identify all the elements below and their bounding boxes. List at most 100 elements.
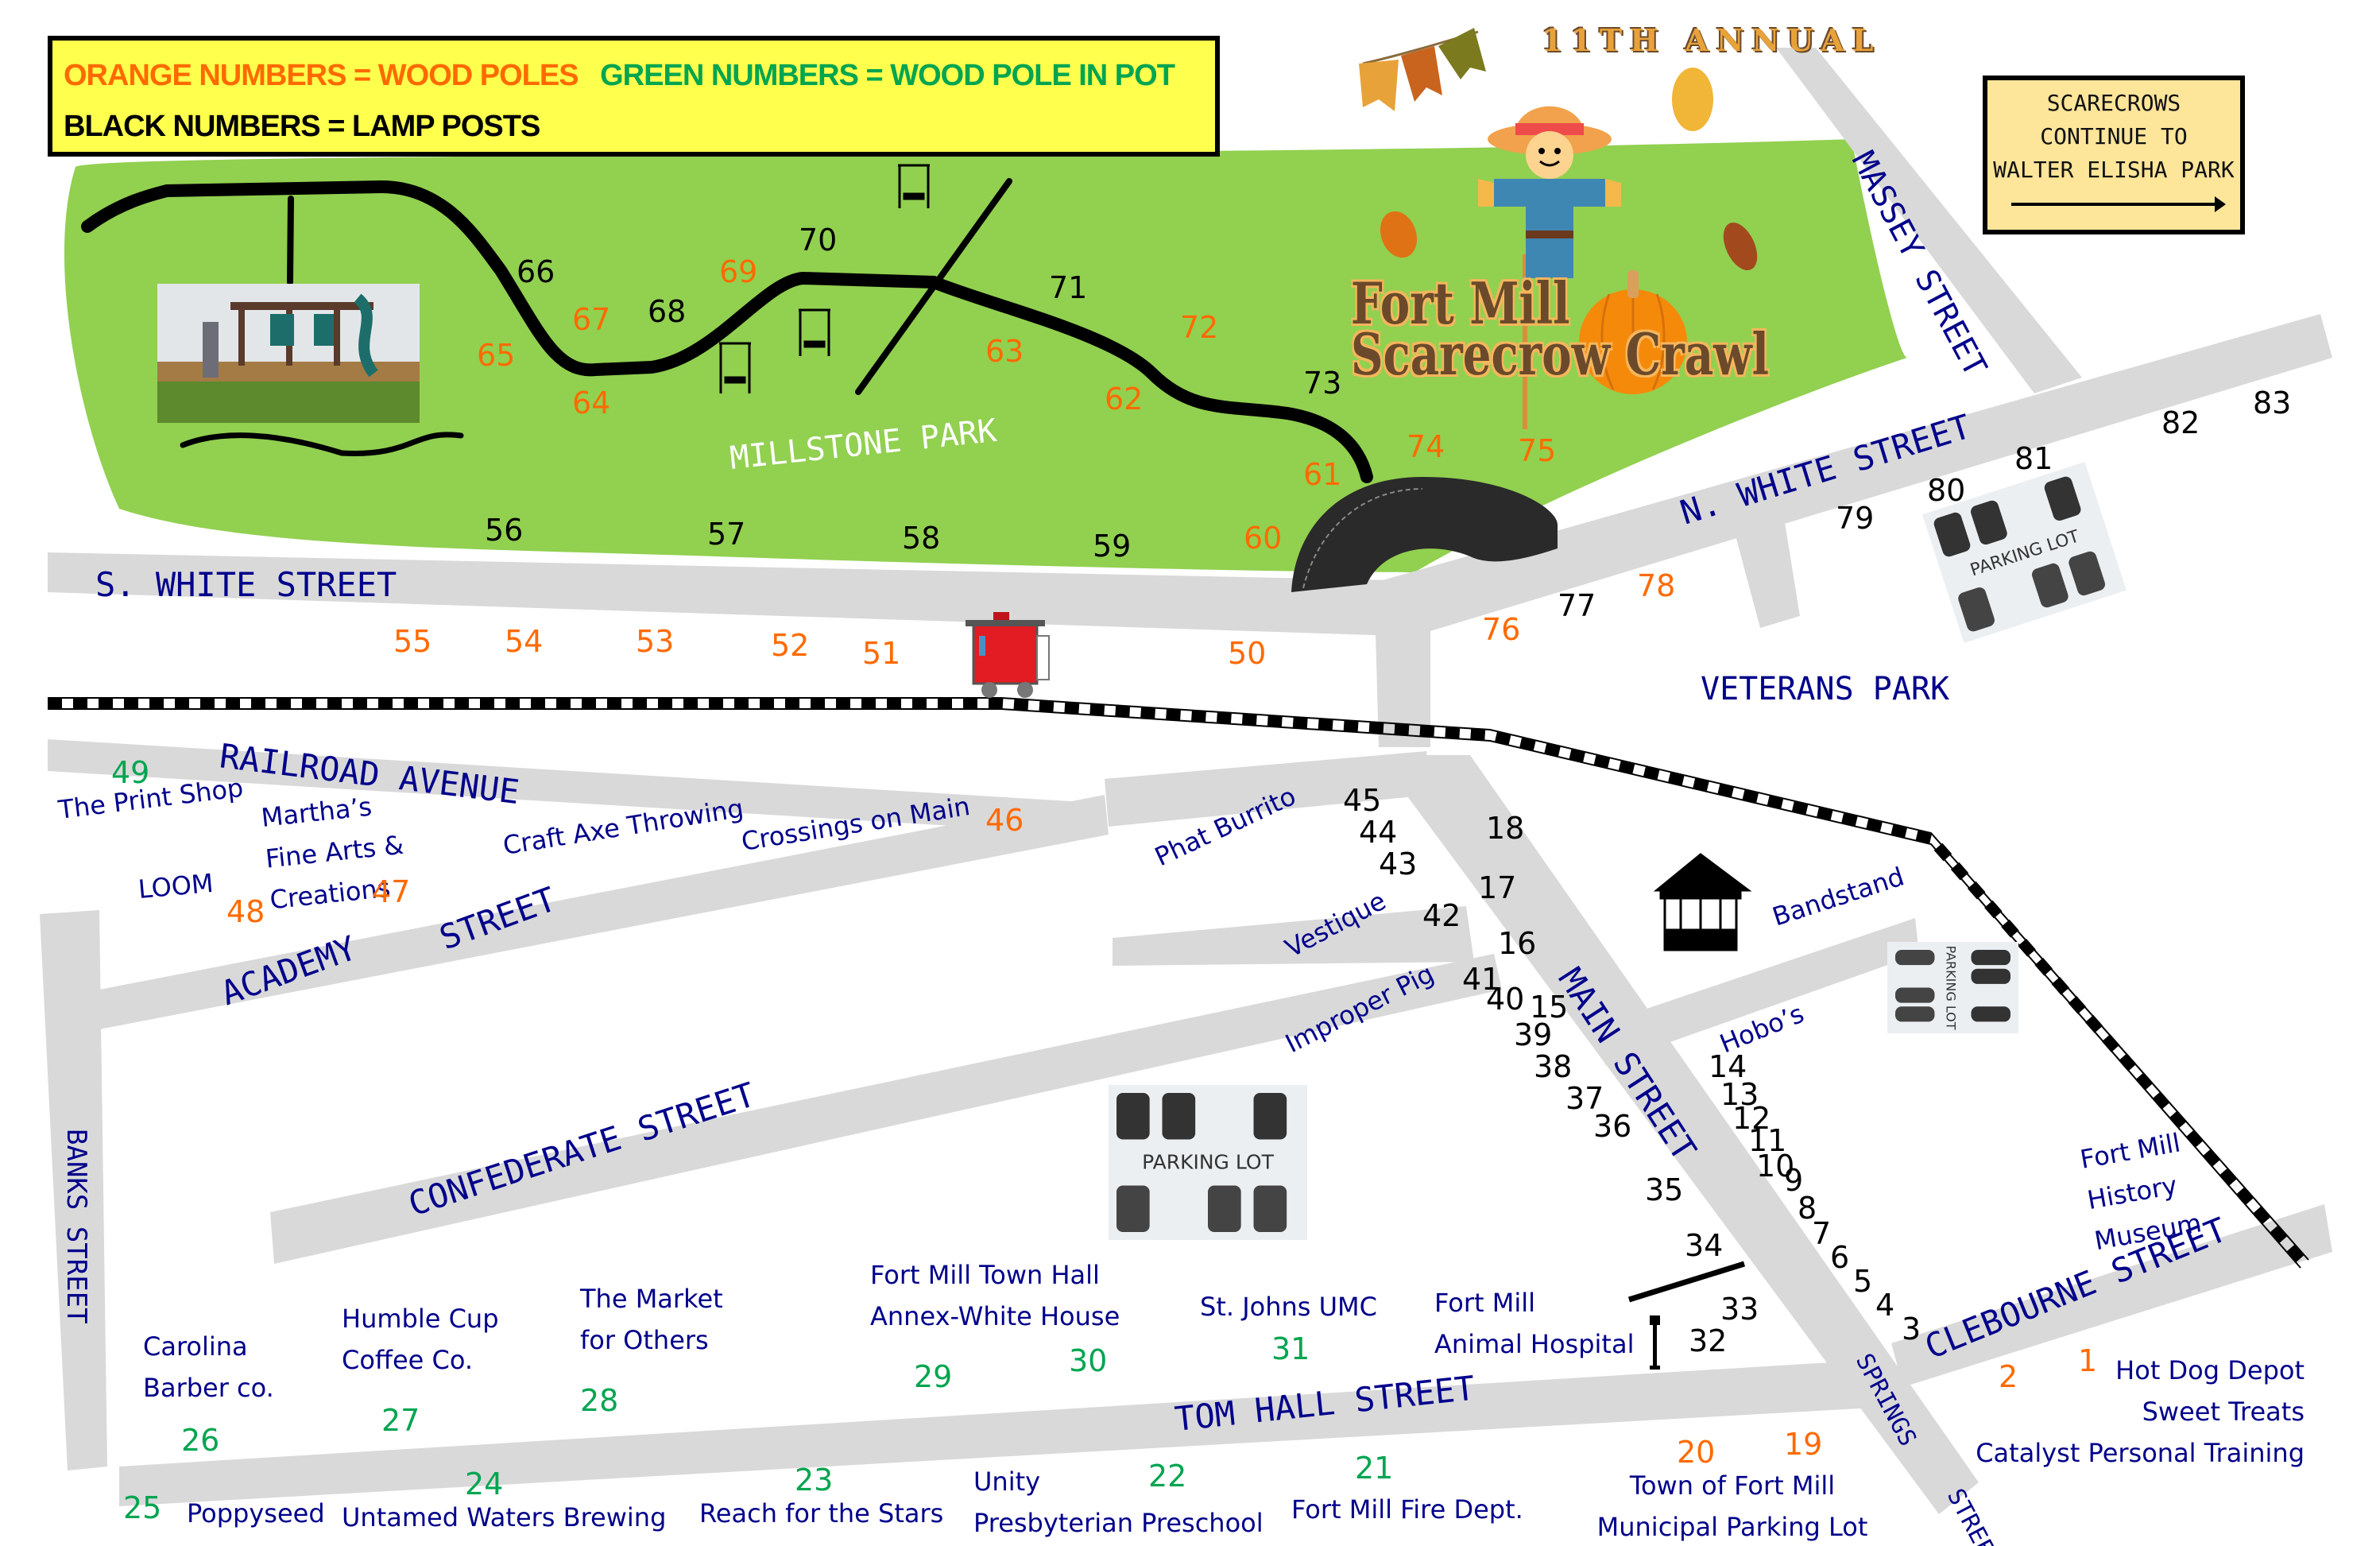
marker-green[interactable]: 27	[381, 1403, 420, 1438]
marker-orange[interactable]: 50	[1228, 636, 1266, 671]
marker-black[interactable]: 15	[1530, 990, 1568, 1025]
marker-orange[interactable]: 63	[985, 334, 1024, 369]
marker-black[interactable]: 38	[1534, 1049, 1572, 1084]
marker-black[interactable]: 4	[1875, 1288, 1894, 1323]
marker-green[interactable]: 29	[914, 1359, 952, 1394]
marker-black[interactable]: 13	[1720, 1077, 1759, 1112]
marker-black[interactable]: 79	[1836, 501, 1874, 536]
marker-black[interactable]: 77	[1558, 588, 1596, 623]
marker-black[interactable]: 37	[1565, 1081, 1604, 1116]
marker-orange[interactable]: 72	[1180, 310, 1218, 345]
marker-orange[interactable]: 2	[1999, 1359, 2018, 1394]
business-name-line: Municipal Parking Lot	[1597, 1512, 1868, 1542]
marker-orange[interactable]: 60	[1244, 521, 1282, 556]
marker-green[interactable]: 49	[111, 755, 149, 790]
marker-green[interactable]: 22	[1148, 1459, 1186, 1494]
marker-black[interactable]: 66	[517, 254, 555, 289]
marker-orange[interactable]: 54	[505, 624, 543, 659]
marker-orange[interactable]: 47	[372, 874, 410, 909]
marker-green[interactable]: 24	[465, 1467, 503, 1501]
marker-black[interactable]: 56	[485, 513, 523, 548]
marker-black[interactable]: 5	[1853, 1264, 1872, 1299]
marker-black[interactable]: 82	[2161, 405, 2200, 440]
car-icon	[1895, 987, 1935, 1003]
street-label: BANKS STREET	[60, 1129, 92, 1324]
marker-orange[interactable]: 55	[393, 624, 431, 659]
marker-black[interactable]: 57	[707, 517, 745, 552]
marker-black[interactable]: 18	[1486, 811, 1524, 846]
marker-black[interactable]: 16	[1498, 926, 1536, 961]
car-icon	[1116, 1185, 1150, 1232]
marker-black[interactable]: 32	[1689, 1323, 1727, 1358]
street-label: S. WHITE STREET	[95, 565, 397, 604]
sign-line-1: SCARECROWS	[2046, 90, 2181, 116]
business-name-line: Town of Fort Mill	[1629, 1470, 1835, 1501]
marker-black[interactable]: 34	[1685, 1228, 1723, 1263]
marker-black[interactable]: 81	[2014, 441, 2053, 476]
marker-green[interactable]: 31	[1271, 1331, 1310, 1366]
marker-black[interactable]: 39	[1514, 1017, 1552, 1052]
marker-black[interactable]: 70	[799, 223, 837, 258]
marker-black[interactable]: 68	[648, 294, 686, 329]
marker-black[interactable]: 7	[1812, 1216, 1831, 1251]
business-label: LOOM	[137, 868, 215, 905]
marker-black[interactable]: 73	[1303, 366, 1341, 401]
marker-orange[interactable]: 62	[1105, 382, 1143, 417]
marker-black[interactable]: 59	[1093, 529, 1131, 564]
marker-orange[interactable]: 19	[1784, 1427, 1822, 1462]
marker-black[interactable]: 6	[1830, 1240, 1849, 1275]
marker-black[interactable]: 42	[1422, 898, 1461, 933]
marker-black[interactable]: 41	[1462, 962, 1500, 997]
marker-black[interactable]: 33	[1720, 1292, 1759, 1327]
business-label: Bandstand	[1769, 861, 1908, 932]
marker-black[interactable]: 36	[1593, 1109, 1631, 1144]
business-name-line: Fort Mill Town Hall	[870, 1260, 1100, 1290]
marker-black[interactable]: 44	[1359, 815, 1397, 850]
lamp-post-icon	[1650, 1315, 1660, 1370]
marker-black[interactable]: 3	[1902, 1312, 1921, 1346]
marker-orange[interactable]: 64	[572, 386, 610, 420]
marker-black[interactable]: 80	[1927, 473, 1965, 508]
color-legend: ORANGE NUMBERS = WOOD POLES GREEN NUMBER…	[48, 36, 1220, 157]
marker-orange[interactable]: 67	[572, 302, 610, 337]
marker-black[interactable]: 17	[1478, 870, 1516, 905]
marker-orange[interactable]: 1	[2078, 1343, 2097, 1378]
marker-black[interactable]: 83	[2253, 386, 2291, 420]
marker-black[interactable]: 45	[1343, 783, 1381, 818]
marker-black[interactable]: 12	[1732, 1101, 1770, 1136]
marker-black[interactable]: 11	[1748, 1123, 1786, 1158]
business-label: Untamed Waters Brewing	[342, 1502, 666, 1532]
business-name-line: Reach for the Stars	[699, 1498, 943, 1529]
marker-orange[interactable]: 51	[862, 636, 900, 671]
marker-black[interactable]: 9	[1784, 1163, 1803, 1198]
marker-black[interactable]: 14	[1709, 1049, 1747, 1084]
marker-black[interactable]: 35	[1645, 1172, 1683, 1207]
marker-black[interactable]: 71	[1049, 270, 1087, 305]
marker-orange[interactable]: 53	[636, 624, 674, 659]
marker-orange[interactable]: 61	[1303, 457, 1341, 492]
marker-orange[interactable]: 78	[1637, 568, 1675, 603]
marker-green[interactable]: 25	[123, 1490, 161, 1525]
marker-green[interactable]: 23	[795, 1463, 833, 1498]
marker-orange[interactable]: 52	[771, 628, 809, 663]
marker-black[interactable]: 8	[1798, 1191, 1817, 1226]
marker-green[interactable]: 21	[1355, 1451, 1393, 1486]
marker-orange[interactable]: 74	[1407, 429, 1445, 464]
marker-orange[interactable]: 46	[985, 803, 1024, 838]
marker-green[interactable]: 26	[181, 1423, 219, 1458]
marker-black[interactable]: 43	[1379, 847, 1417, 881]
confederate-street	[270, 954, 1502, 1264]
marker-green[interactable]: 30	[1069, 1343, 1107, 1378]
marker-orange[interactable]: 75	[1518, 433, 1556, 468]
marker-black[interactable]: 58	[902, 521, 940, 556]
marker-black[interactable]: 10	[1756, 1149, 1794, 1184]
marker-orange[interactable]: 69	[719, 254, 757, 289]
massey-street	[1776, 48, 2082, 393]
marker-orange[interactable]: 65	[477, 338, 515, 373]
marker-orange[interactable]: 20	[1677, 1435, 1715, 1470]
marker-orange[interactable]: 48	[226, 894, 265, 929]
marker-orange[interactable]: 76	[1482, 612, 1520, 647]
marker-black[interactable]: 40	[1486, 982, 1524, 1017]
marker-green[interactable]: 28	[580, 1383, 618, 1418]
